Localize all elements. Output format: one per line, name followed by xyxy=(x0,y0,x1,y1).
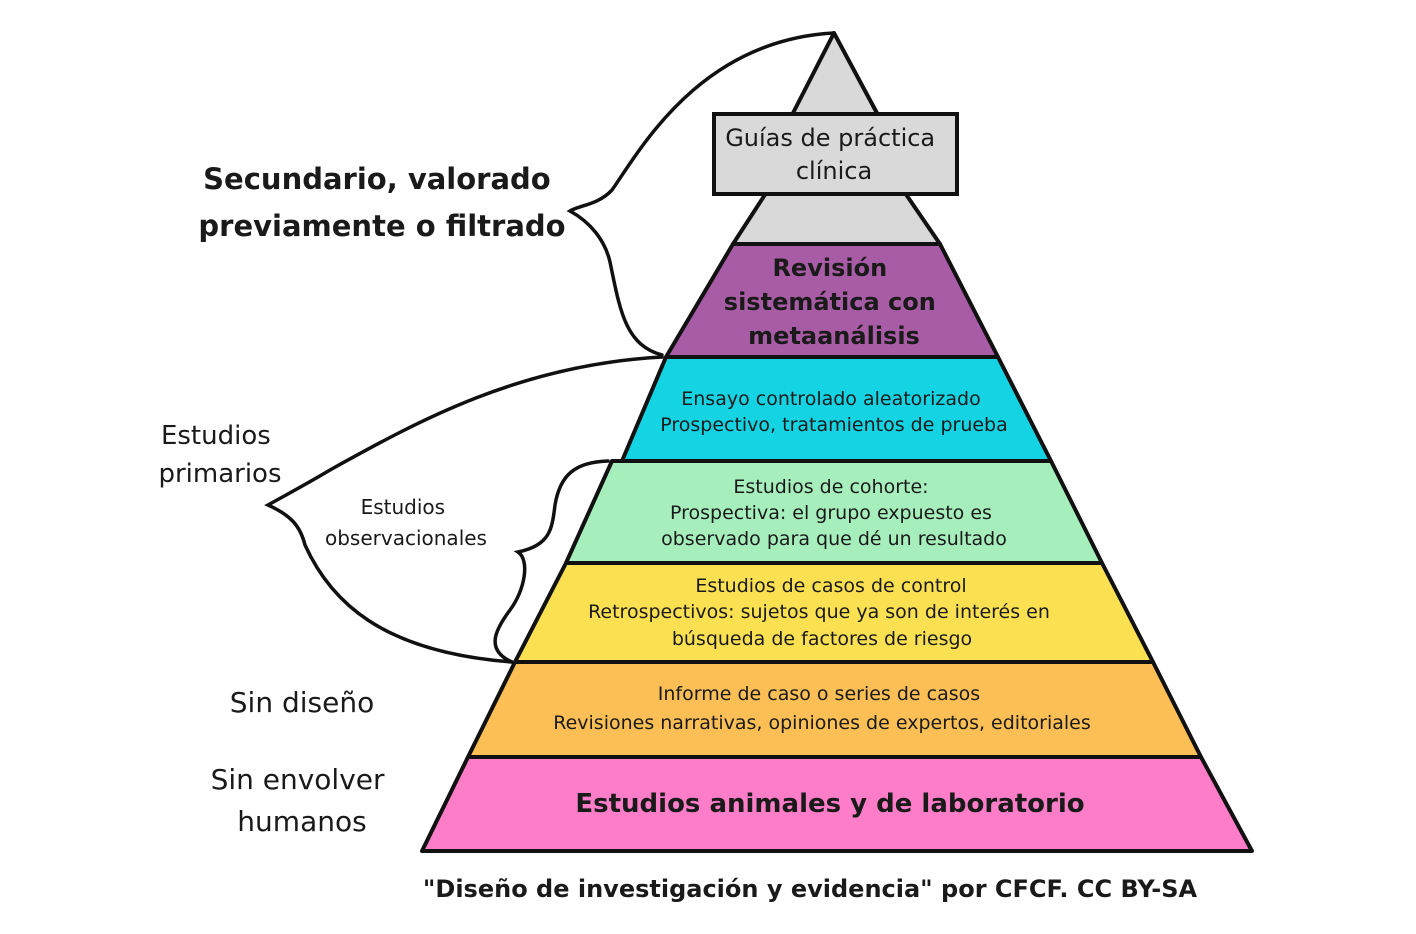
label-cohorte: Estudios de cohorte: Prospectiva: el gru… xyxy=(661,476,1007,550)
label-casos-control: Estudios de casos de control Retrospecti… xyxy=(588,575,1056,650)
tier-guias-box xyxy=(712,112,959,196)
side-label-observacionales: Estudios observacionales xyxy=(325,495,487,550)
pyramid-apex xyxy=(790,31,880,117)
brace-observacionales xyxy=(493,459,610,664)
label-ensayo: Ensayo controlado aleatorizado Prospecti… xyxy=(660,388,1008,436)
label-guias: Guías de práctica clínica xyxy=(725,124,943,185)
label-animales: Estudios animales y de laboratorio xyxy=(575,789,1084,819)
side-label-primarios: Estudios primarios xyxy=(158,421,281,489)
side-label-secundario: Secundario, valorado previamente o filtr… xyxy=(198,162,565,243)
brace-secundario xyxy=(566,31,836,357)
tier-animales xyxy=(420,755,1254,853)
side-label-sin-diseno: Sin diseño xyxy=(230,686,374,719)
attribution-caption: "Diseño de investigación y evidencia" po… xyxy=(423,875,1198,903)
tier-guias-base xyxy=(731,188,942,246)
label-informe: Informe de caso o series de casos Revisi… xyxy=(553,683,1091,734)
tier-informe xyxy=(466,660,1203,759)
label-revision: Revisión sistemática con metaanálisis xyxy=(724,254,944,350)
brace-primarios xyxy=(264,355,664,664)
side-label-sin-humanos: Sin envolver humanos xyxy=(211,763,394,838)
